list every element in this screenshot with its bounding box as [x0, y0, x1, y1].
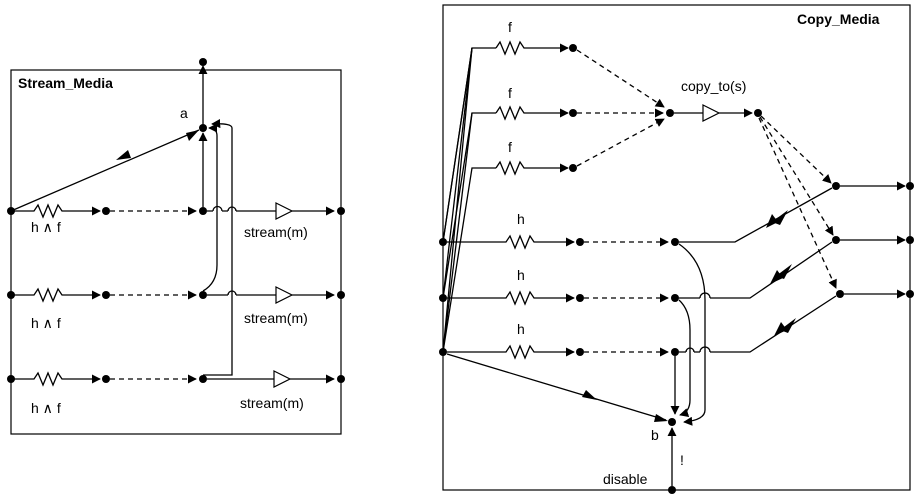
- stream-media-frame: [10, 69, 342, 435]
- node-a: [199, 124, 207, 132]
- arrowhead: [772, 210, 788, 225]
- f-row-2: f: [495, 85, 577, 121]
- row1-action: stream(m): [244, 224, 308, 240]
- copy-action-label: copy_to(s): [681, 78, 746, 94]
- fan-edge: [442, 112, 473, 353]
- arrowhead: [582, 390, 597, 400]
- fan-edge: [442, 47, 473, 243]
- stream-media-title: Stream_Media: [18, 75, 113, 91]
- dash-f3-copy: [576, 118, 665, 167]
- stream-row-3: h ∧ f stream(m): [7, 119, 345, 416]
- h-row-3: h: [447, 295, 837, 360]
- arrowhead: [116, 150, 131, 160]
- copy-media-frame: [442, 4, 911, 491]
- copy-action-triangle: [702, 104, 721, 122]
- h-row-1: h: [447, 187, 833, 250]
- f-row-1: f: [495, 19, 577, 56]
- fan-edge: [442, 47, 473, 299]
- dash-copy-out3: [758, 117, 837, 289]
- fan-edge: [442, 167, 496, 353]
- dash-copy-out1: [760, 115, 832, 184]
- top-port-node: [199, 58, 207, 66]
- port-right-2: [906, 236, 914, 244]
- stream-row-2: h ∧ f stream(m): [7, 123, 345, 331]
- fan-edge: [442, 47, 473, 353]
- negation-label: !: [680, 452, 684, 468]
- edge-h1-b: [678, 243, 706, 426]
- copy-media-diagram: Copy_Media f f f: [439, 4, 914, 494]
- node-b-label: b: [651, 427, 659, 443]
- row3-guard: h ∧ f: [31, 400, 61, 416]
- disable-port: [668, 486, 676, 494]
- h-label-3: h: [517, 321, 525, 337]
- node-b: [668, 418, 676, 426]
- arrowhead: [776, 264, 792, 279]
- arrowhead: [186, 130, 199, 141]
- port-right-3: [906, 290, 914, 298]
- edge-h2-b: [678, 299, 691, 417]
- copy-out-node: [754, 109, 762, 117]
- f-label-1: f: [508, 19, 512, 35]
- f-row-3: f: [495, 139, 577, 176]
- h-label-2: h: [517, 267, 525, 283]
- out-node-1: [832, 182, 840, 190]
- row2-action: stream(m): [244, 310, 308, 326]
- f-label-2: f: [508, 85, 512, 101]
- dash-f1-copy: [576, 49, 665, 108]
- edge-left-b: [446, 353, 667, 421]
- row1-guard: h ∧ f: [31, 219, 61, 235]
- f-label-3: f: [508, 139, 512, 155]
- node-a-label: a: [180, 105, 188, 121]
- copy-media-title: Copy_Media: [797, 11, 880, 27]
- arrowhead: [654, 414, 668, 422]
- out-node-3: [836, 290, 844, 298]
- h-row-2: h: [447, 241, 833, 306]
- port-right-1: [906, 182, 914, 190]
- copy-node: [666, 109, 674, 117]
- edge-row1-to-a: [10, 129, 200, 212]
- stream-row-1: h ∧ f stream(m): [7, 132, 345, 240]
- arrowhead: [780, 318, 796, 333]
- out-node-2: [832, 236, 840, 244]
- stream-media-diagram: Stream_Media a h ∧ f stream(m): [7, 58, 345, 435]
- disable-label: disable: [603, 471, 648, 487]
- row3-action: stream(m): [240, 395, 304, 411]
- row2-guard: h ∧ f: [31, 315, 61, 331]
- h-label-1: h: [517, 211, 525, 227]
